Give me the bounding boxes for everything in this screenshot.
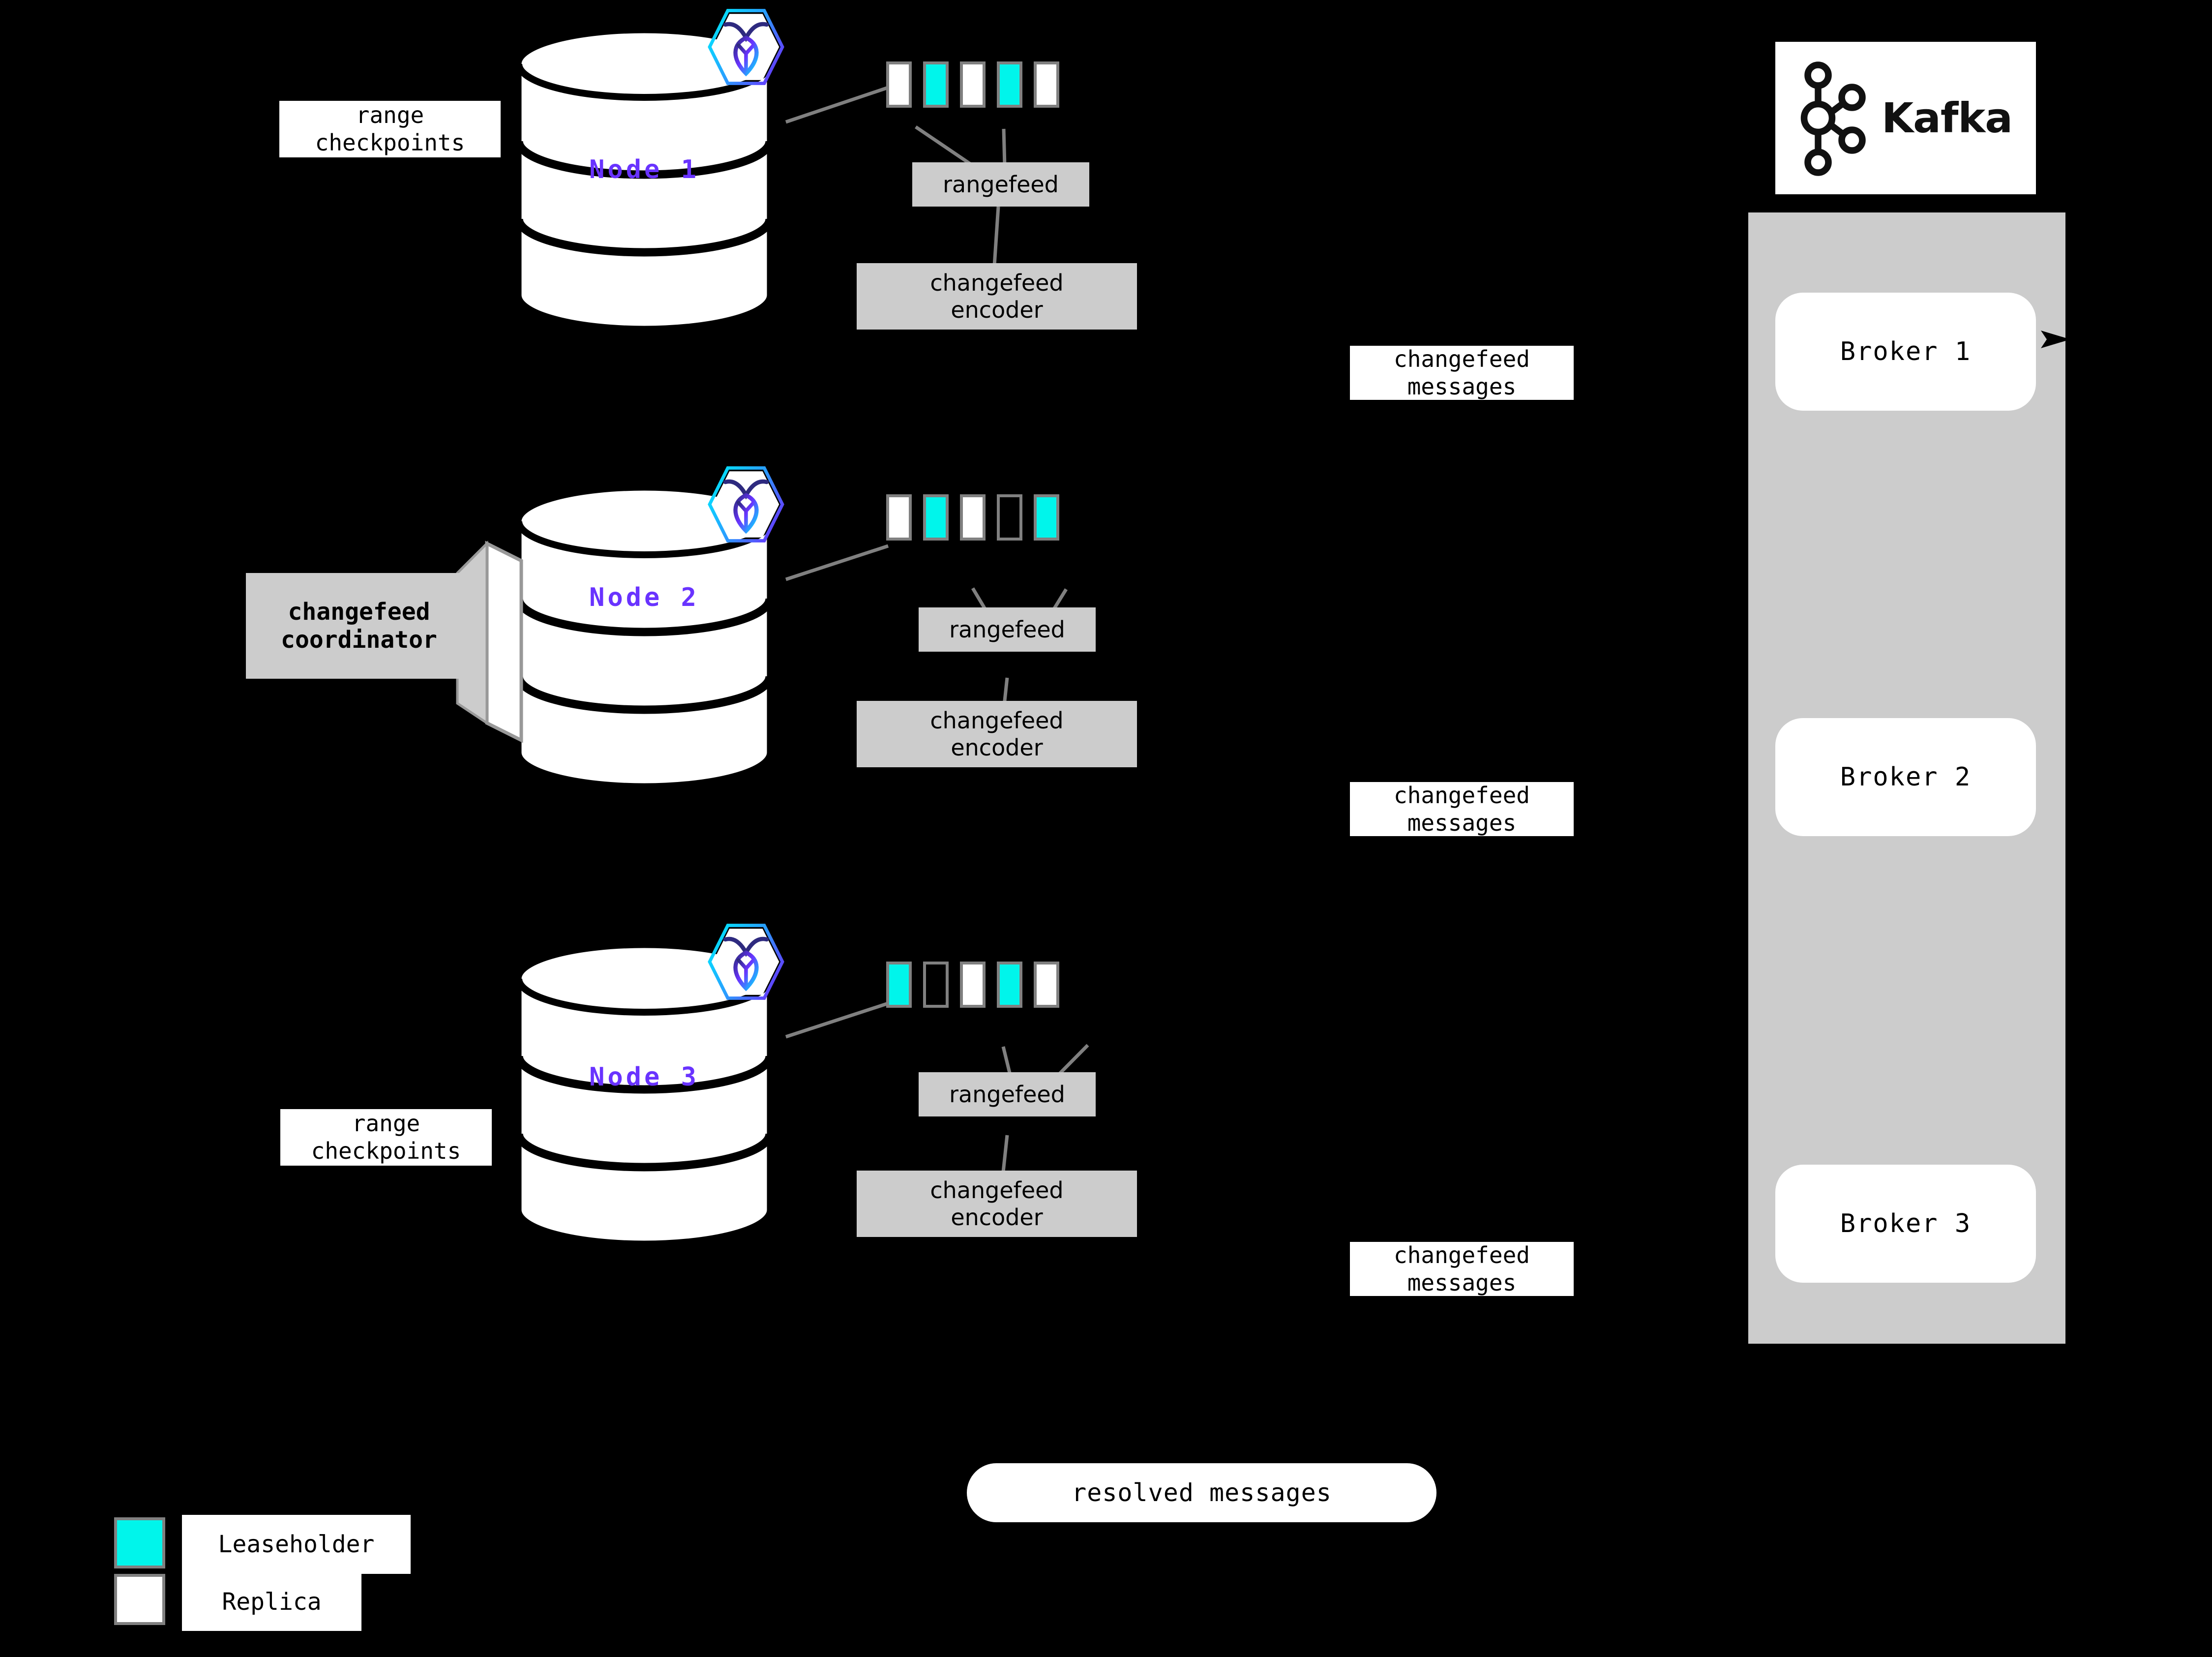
messages-line-1: changefeed (1394, 1241, 1530, 1268)
messages-line-2: messages (1407, 373, 1517, 400)
encoder-line-2: encoder (951, 296, 1043, 323)
range-box[interactable] (923, 962, 949, 1008)
node-3-label: Node 3 (589, 1062, 699, 1092)
coordinator-line-2: coordinator (281, 626, 437, 654)
range-box[interactable] (1034, 61, 1059, 108)
range-box[interactable] (886, 494, 912, 541)
node-2-rangefeed-box[interactable]: rangefeed (919, 607, 1096, 652)
range-box[interactable] (923, 61, 949, 108)
messages-line-1: changefeed (1394, 345, 1530, 372)
range-box[interactable] (886, 962, 912, 1008)
legend-label-leaseholder: Leaseholder (182, 1515, 411, 1574)
legend-swatch-replica (114, 1574, 165, 1625)
encoder-line-1: changefeed (930, 270, 1064, 297)
node-2-label: Node 2 (589, 583, 699, 612)
label-line-2: checkpoints (311, 1137, 461, 1164)
label-line-2: checkpoints (315, 129, 465, 156)
node-1-changefeed-encoder-box[interactable]: changefeed encoder (857, 263, 1137, 330)
range-box[interactable] (923, 494, 949, 541)
encoder-line-1: changefeed (930, 707, 1064, 734)
changefeed-coordinator-banner (456, 540, 523, 743)
node-3-rangefeed-box[interactable]: rangefeed (919, 1072, 1096, 1116)
label-line-1: range (352, 1110, 420, 1137)
legend-label-replica: Replica (182, 1573, 361, 1631)
range-box[interactable] (960, 962, 986, 1008)
changefeed-coordinator-box[interactable]: changefeed coordinator (246, 573, 472, 679)
messages-line-1: changefeed (1394, 782, 1530, 809)
node-2-changefeed-encoder-box[interactable]: changefeed encoder (857, 701, 1137, 767)
node-2-changefeed-messages-label: changefeed messages (1350, 782, 1574, 836)
broker-label: Broker 2 (1840, 762, 1972, 792)
range-box[interactable] (997, 494, 1022, 541)
range-box[interactable] (997, 61, 1022, 108)
encoder-line-1: changefeed (930, 1177, 1064, 1204)
node-1-cylinder: Node 1 (514, 27, 775, 332)
broker-label: Broker 1 (1840, 337, 1972, 366)
cockroachdb-logo (704, 461, 788, 547)
node-1-label: Node 1 (589, 155, 699, 184)
node-2-cylinder: Node 2 (514, 484, 775, 789)
label-line-1: range (356, 102, 424, 129)
node-3-ranges (886, 962, 1059, 1008)
range-box[interactable] (960, 61, 986, 108)
range-box[interactable] (960, 494, 986, 541)
node-1-ranges (886, 61, 1059, 108)
broker-1[interactable]: Broker 1 (1775, 293, 2036, 411)
cockroachdb-logo (704, 4, 788, 90)
broker-2[interactable]: Broker 2 (1775, 718, 2036, 836)
messages-line-2: messages (1407, 1269, 1517, 1296)
range-box[interactable] (997, 962, 1022, 1008)
broker-label: Broker 3 (1840, 1209, 1972, 1238)
node-3-range-checkpoints-label: range checkpoints (280, 1109, 492, 1166)
node-3-changefeed-messages-label: changefeed messages (1350, 1242, 1574, 1296)
kafka-logo (1800, 61, 1866, 176)
range-box[interactable] (1034, 962, 1059, 1008)
broker-3[interactable]: Broker 3 (1775, 1165, 2036, 1283)
broker-1-inbound-arrow (2041, 331, 2070, 348)
cockroachdb-logo (704, 919, 788, 1005)
encoder-line-2: encoder (951, 1204, 1043, 1231)
node-2-ranges (886, 494, 1059, 541)
range-box[interactable] (886, 61, 912, 108)
node-1-changefeed-messages-label: changefeed messages (1350, 346, 1574, 400)
resolved-messages-label: resolved messages (1072, 1478, 1332, 1507)
legend-swatch-leaseholder (114, 1517, 165, 1568)
node-1-range-checkpoints-label: range checkpoints (279, 101, 501, 157)
coordinator-line-1: changefeed (288, 598, 430, 626)
range-box[interactable] (1034, 494, 1059, 541)
encoder-line-2: encoder (951, 734, 1043, 761)
node-1-rangefeed-box[interactable]: rangefeed (912, 162, 1089, 207)
kafka-logo-box: Kafka (1775, 42, 2036, 194)
messages-line-2: messages (1407, 810, 1517, 836)
resolved-messages-pill[interactable]: resolved messages (967, 1463, 1436, 1522)
kafka-wordmark: Kafka (1882, 94, 2013, 142)
node-3-changefeed-encoder-box[interactable]: changefeed encoder (857, 1171, 1137, 1237)
